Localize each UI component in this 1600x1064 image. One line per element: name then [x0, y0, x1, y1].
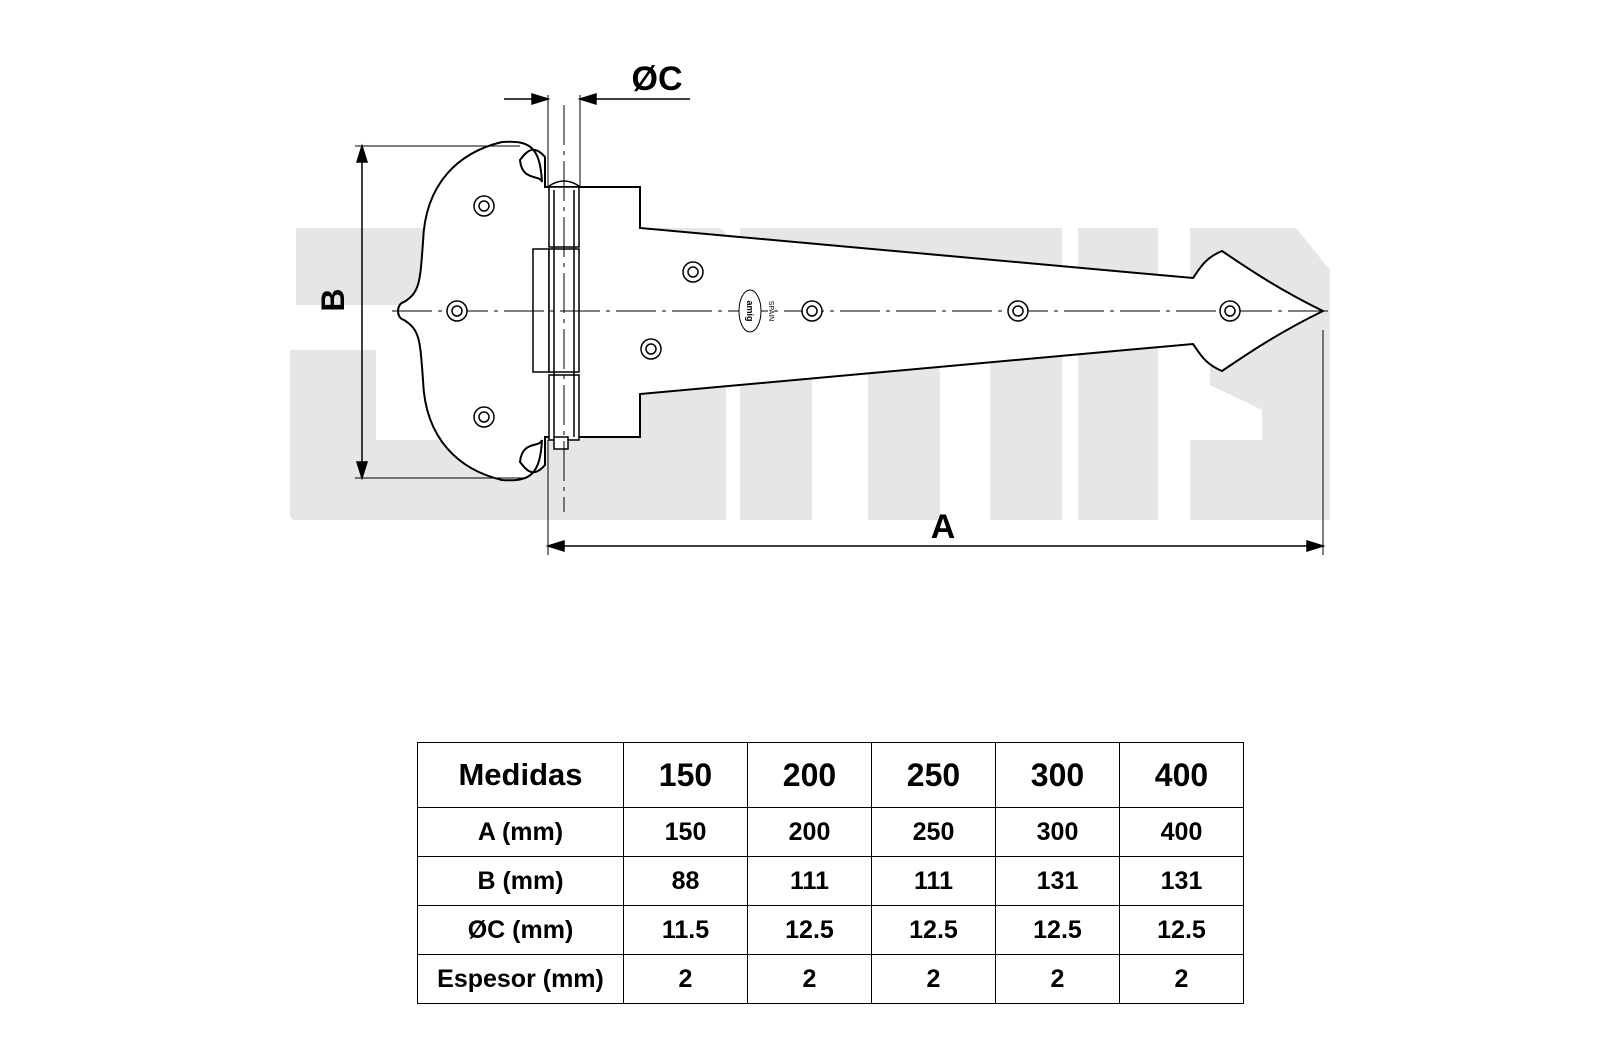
screw-hole [640, 338, 662, 360]
table-header-cell: 300 [995, 742, 1120, 808]
table-header-label: Medidas [417, 742, 624, 808]
table-cell: 111 [871, 856, 996, 906]
screw-hole [1219, 300, 1241, 322]
dimension-b-label: B [315, 288, 351, 311]
dimension-a-label: A [931, 508, 956, 546]
brand-stamp-text: amig [745, 300, 755, 321]
table-row: ØC (mm) 11.5 12.5 12.5 12.5 12.5 [417, 905, 1244, 955]
dimension-c-label: ØC [632, 60, 683, 98]
screw-hole [473, 406, 495, 428]
table-header-row: Medidas 150 200 250 300 400 [417, 742, 1244, 808]
table-header-cell: 150 [623, 742, 748, 808]
construction-lines [355, 95, 1330, 555]
brand-stamp-country: SPAIN [767, 301, 774, 322]
table-cell: 400 [1119, 807, 1244, 857]
table-cell: 150 [623, 807, 748, 857]
table-cell: 11.5 [623, 905, 748, 955]
table-row-label: A (mm) [417, 807, 624, 857]
table-header-cell: 250 [871, 742, 996, 808]
dimension-arrows [355, 92, 1326, 553]
hinge-technical-drawing: amig SPAIN A B ØC [290, 60, 1330, 555]
table-header-cell: 400 [1119, 742, 1244, 808]
table-cell: 12.5 [995, 905, 1120, 955]
brand-stamp: amig SPAIN [738, 289, 774, 333]
table-cell: 2 [995, 954, 1120, 1004]
screw-hole [446, 300, 468, 322]
screw-hole [1007, 300, 1029, 322]
table-row-label: Espesor (mm) [417, 954, 624, 1004]
table-row-label: B (mm) [417, 856, 624, 906]
table-cell: 300 [995, 807, 1120, 857]
table-row-label: ØC (mm) [417, 905, 624, 955]
table-cell: 12.5 [871, 905, 996, 955]
screw-holes [446, 195, 1241, 428]
table-cell: 131 [995, 856, 1120, 906]
table-cell: 250 [871, 807, 996, 857]
table-cell: 2 [623, 954, 748, 1004]
table-cell: 12.5 [1119, 905, 1244, 955]
specifications-table: Medidas 150 200 250 300 400 A (mm) 150 2… [417, 742, 1244, 1004]
screw-hole [801, 300, 823, 322]
table-header-cell: 200 [747, 742, 872, 808]
table-cell: 131 [1119, 856, 1244, 906]
table-cell: 12.5 [747, 905, 872, 955]
screw-hole [473, 195, 495, 217]
screw-hole [682, 261, 704, 283]
table-row: Espesor (mm) 2 2 2 2 2 [417, 954, 1244, 1004]
table-row: B (mm) 88 111 111 131 131 [417, 856, 1244, 906]
table-cell: 2 [871, 954, 996, 1004]
table-row: A (mm) 150 200 250 300 400 [417, 807, 1244, 857]
table-cell: 200 [747, 807, 872, 857]
table-cell: 111 [747, 856, 872, 906]
table-cell: 2 [747, 954, 872, 1004]
table-cell: 88 [623, 856, 748, 906]
table-cell: 2 [1119, 954, 1244, 1004]
